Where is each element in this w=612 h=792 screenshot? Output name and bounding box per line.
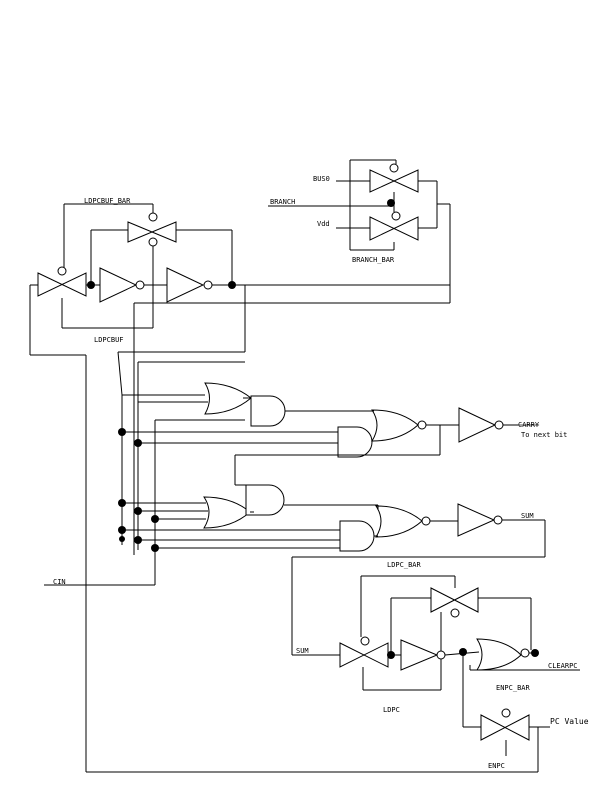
label-enpc: ENPC bbox=[488, 762, 505, 770]
or-gate bbox=[375, 505, 423, 538]
label-pc-value: PC Value bbox=[550, 717, 589, 726]
label-enpc-bar: ENPC_BAR bbox=[496, 684, 531, 692]
branch-mux bbox=[133, 159, 451, 555]
or-gate bbox=[203, 496, 251, 529]
or-gate bbox=[371, 409, 419, 442]
junction-dot bbox=[118, 526, 126, 534]
junction-dot bbox=[87, 281, 95, 289]
gate-bubble bbox=[57, 266, 67, 276]
label-ldpcbuf: LDPCBUF bbox=[94, 336, 124, 344]
signal-labels: LDPCBUF_BAR LDPCBUF BUS0 BRANCH Vdd BRAN… bbox=[53, 175, 589, 770]
bus0-transmission-gate bbox=[369, 169, 419, 193]
label-bus0: BUS0 bbox=[313, 175, 330, 183]
carry-inverter bbox=[458, 407, 497, 443]
junction-dot bbox=[151, 515, 159, 523]
label-clearpc: CLEARPC bbox=[548, 662, 578, 670]
junction-dot bbox=[118, 428, 126, 436]
sum-logic bbox=[118, 484, 546, 655]
pc-register bbox=[292, 575, 580, 756]
label-carry: CARRY bbox=[518, 421, 540, 429]
junction-dot bbox=[531, 649, 539, 657]
label-ldpc: LDPC bbox=[383, 706, 400, 714]
vdd-transmission-gate bbox=[369, 216, 419, 241]
junction-dot bbox=[151, 544, 159, 552]
junction-dot bbox=[134, 507, 142, 515]
junction-dot bbox=[459, 648, 467, 656]
gate-bubble bbox=[148, 237, 158, 247]
ldpcbuf-latch bbox=[29, 203, 539, 773]
junction-dot bbox=[134, 439, 142, 447]
or-gate bbox=[204, 382, 252, 415]
label-branch-bar: BRANCH_BAR bbox=[352, 256, 395, 264]
and-gate bbox=[339, 520, 375, 552]
label-vdd: Vdd bbox=[317, 220, 330, 228]
carry-logic bbox=[118, 382, 518, 486]
junction-dot bbox=[387, 651, 395, 659]
and-gate bbox=[337, 426, 373, 458]
enpc-transmission-gate bbox=[480, 714, 530, 741]
junction-dot bbox=[134, 536, 142, 544]
label-sum-out: SUM bbox=[521, 512, 534, 520]
inverter bbox=[99, 267, 138, 303]
junction-dot bbox=[228, 281, 236, 289]
label-ldpc-bar: LDPC_BAR bbox=[387, 561, 422, 569]
junction-dot bbox=[119, 536, 125, 542]
label-to-next-bit: To next bit bbox=[521, 431, 567, 439]
label-branch: BRANCH bbox=[270, 198, 295, 206]
label-ldpcbuf-bar: LDPCBUF_BAR bbox=[84, 197, 131, 205]
pc-inverter bbox=[400, 639, 439, 671]
feedback-transmission-gate bbox=[127, 221, 177, 243]
sum-inverter bbox=[457, 503, 496, 537]
label-cin: CIN bbox=[53, 578, 66, 586]
label-sum-in: SUM bbox=[296, 647, 309, 655]
ldpc-transmission-gate bbox=[339, 642, 389, 668]
and-gate bbox=[245, 484, 285, 516]
input-transmission-gate bbox=[37, 272, 87, 297]
nor-gate bbox=[476, 638, 522, 671]
and-gate bbox=[250, 395, 286, 427]
gate-bubble bbox=[148, 212, 158, 222]
junction-dot bbox=[118, 499, 126, 507]
ldpc-bar-transmission-gate bbox=[430, 587, 479, 613]
junction-dot bbox=[387, 199, 395, 207]
inverter bbox=[166, 267, 205, 303]
